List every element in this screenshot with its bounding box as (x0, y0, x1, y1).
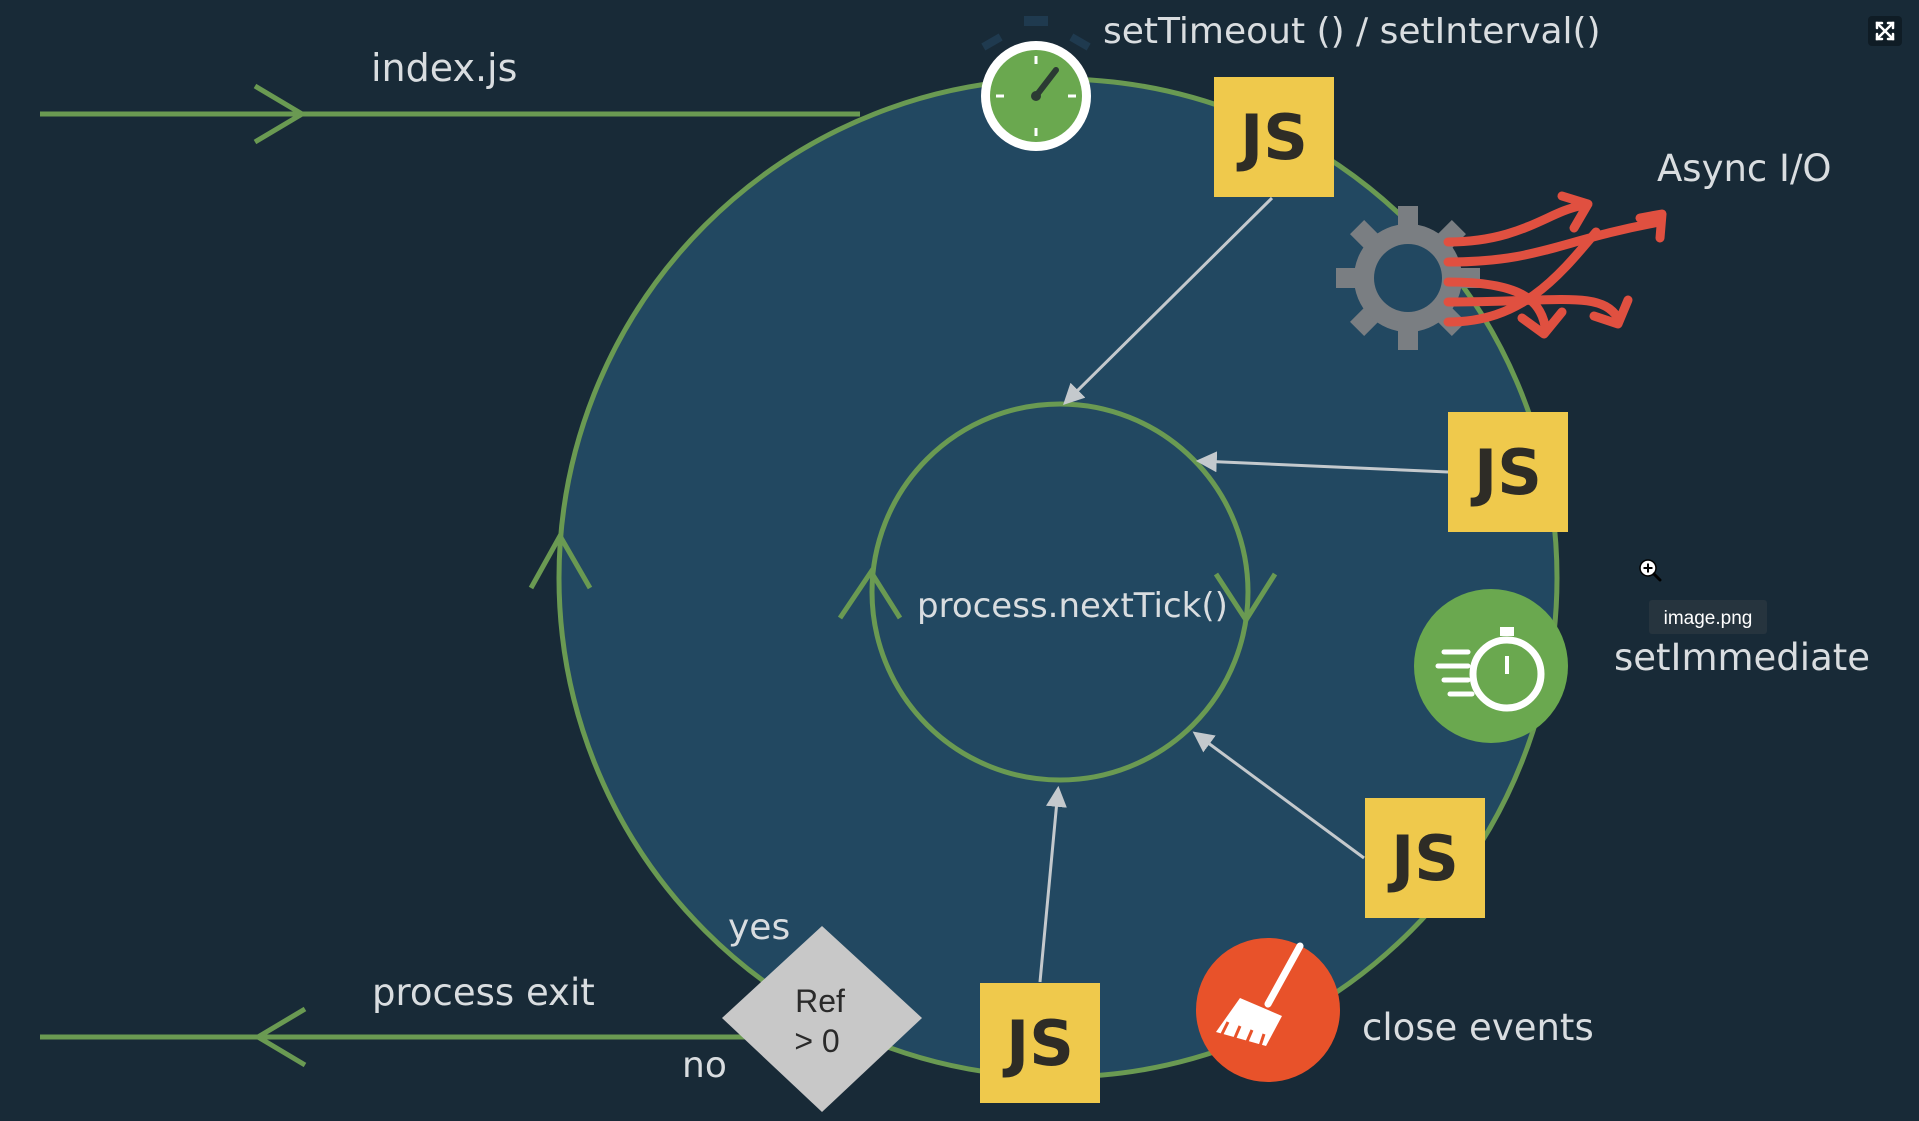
svg-text:image.png: image.png (1664, 608, 1753, 629)
arrow-close-to-nexttick (1038, 785, 1067, 983)
svg-text:JS: JS (1002, 1007, 1074, 1080)
js-badge-timers: JS (1214, 77, 1334, 197)
exit-label: process exit (372, 971, 595, 1014)
image-tooltip: image.png (1649, 600, 1767, 634)
arrow-timers-to-nexttick (1063, 196, 1274, 405)
inner-loop-direction-arrow-right (1213, 572, 1278, 625)
gear-icon (1336, 206, 1480, 350)
yes-label: yes (728, 907, 790, 948)
set-immediate-label: setImmediate (1614, 636, 1870, 679)
arrow-io-to-nexttick (1195, 451, 1449, 474)
scatter-arrows-icon (1443, 191, 1667, 339)
entry-arrowhead (253, 83, 307, 145)
entry-label: index.js (371, 46, 517, 90)
arrow-check-to-nexttick (1192, 731, 1365, 860)
ref-count-decision: Ref > 0 (722, 926, 922, 1112)
svg-text:JS: JS (1470, 436, 1542, 509)
decision-line-2: > 0 (794, 1023, 839, 1059)
js-badge-close: JS (980, 983, 1100, 1103)
fullscreen-button[interactable] (1868, 16, 1902, 46)
stopwatch-icon (981, 16, 1091, 151)
async-io-label: Async I/O (1657, 147, 1832, 190)
no-label: no (682, 1045, 727, 1086)
fast-stopwatch-icon (1414, 589, 1568, 743)
next-tick-circle (869, 401, 1251, 783)
inner-loop-direction-arrow-left (837, 567, 903, 620)
decision-line-1: Ref (795, 983, 845, 1019)
svg-text:JS: JS (1387, 822, 1459, 895)
next-tick-label: process.nextTick() (917, 586, 1228, 626)
exit-arrowhead (253, 1006, 307, 1068)
js-badge-check: JS (1365, 798, 1485, 918)
svg-text:JS: JS (1236, 101, 1308, 174)
broom-icon (1196, 938, 1340, 1082)
timers-label: setTimeout () / setInterval() (1103, 11, 1601, 52)
outer-loop-direction-arrow (528, 530, 593, 590)
close-events-label: close events (1362, 1006, 1594, 1049)
js-badge-poll: JS (1448, 412, 1568, 532)
fullscreen-icon (1875, 21, 1895, 41)
